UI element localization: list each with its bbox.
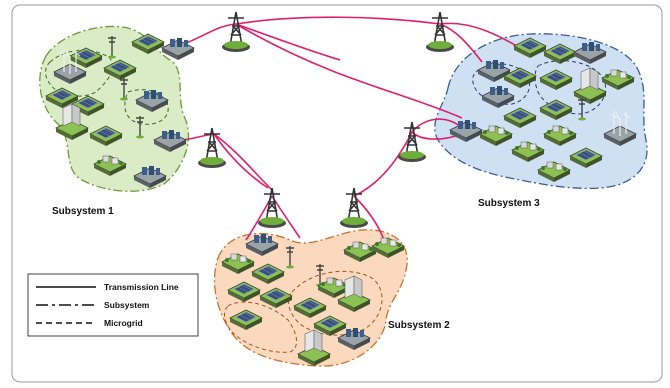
- legend-box: [27, 273, 199, 337]
- subsystem-3-label: Subsystem 3: [478, 198, 540, 209]
- legend: Transmission Line Subsystem Microgrid: [27, 273, 199, 337]
- legend-transmission-line-label: Transmission Line: [104, 282, 179, 292]
- legend-microgrid-label: Microgrid: [104, 318, 143, 328]
- subsystem-2-label: Subsystem 2: [388, 320, 450, 331]
- subsystem-1-label: Subsystem 1: [52, 206, 114, 217]
- legend-subsystem-label: Subsystem: [104, 300, 150, 310]
